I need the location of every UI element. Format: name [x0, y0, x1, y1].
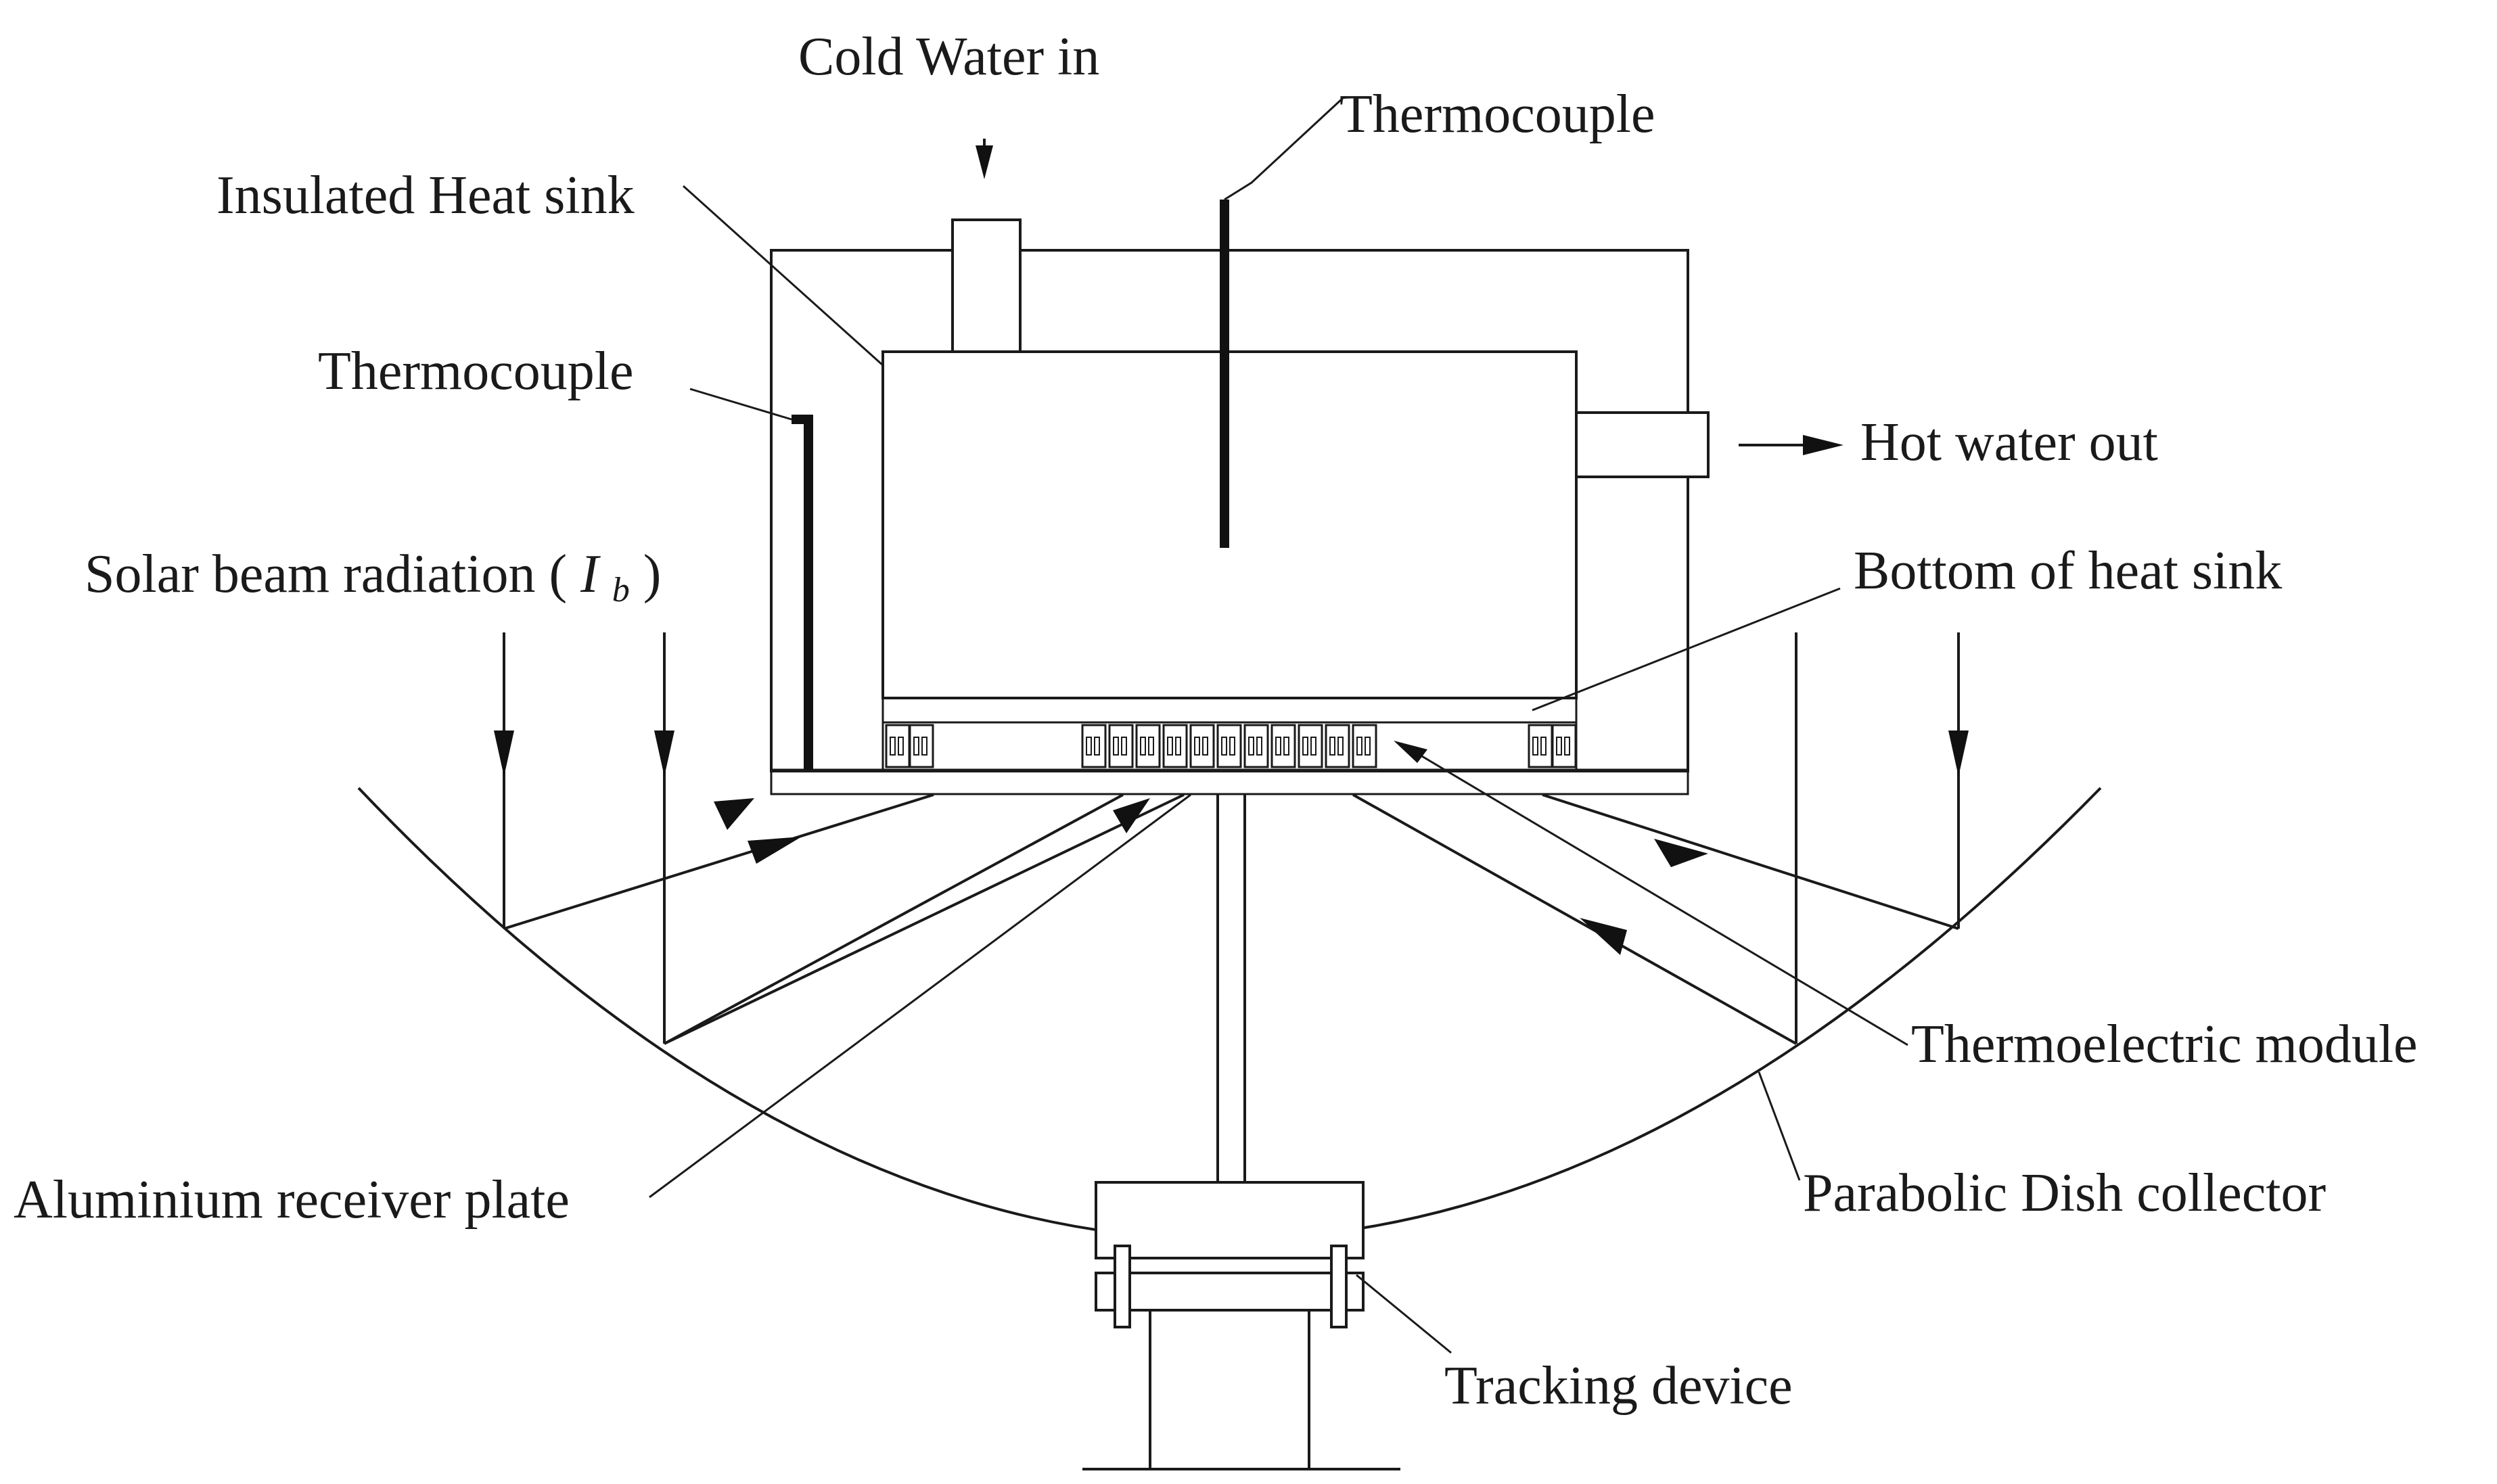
thermoelectric-cell-leg: [1310, 737, 1316, 756]
hot-water-outlet-pipe: [1575, 411, 1710, 478]
leader-lines: [649, 97, 1908, 1354]
thermoelectric-cell-leg: [1094, 737, 1100, 756]
thermoelectric-cell-leg: [1302, 737, 1308, 756]
label-cold-water-in: Cold Water in: [798, 27, 1099, 87]
thermoelectric-cell-leg: [1113, 737, 1119, 756]
label-thermocouple-left: Thermocouple: [318, 342, 633, 401]
reflected-rays: [503, 793, 1959, 1045]
thermoelectric-cell-leg: [1283, 737, 1289, 756]
thermoelectric-cell-leg: [1365, 737, 1371, 756]
aluminium-receiver-plate: [770, 768, 1689, 795]
label-solar-beam-radiation: Solar beam radiation ( I b ): [85, 544, 661, 613]
thermoelectric-cell-leg: [1248, 737, 1254, 756]
solar-beam-rays: [494, 632, 1969, 1044]
thermoelectric-cell-leg: [913, 737, 919, 756]
thermoelectric-cell-leg: [1256, 737, 1262, 756]
label-parabolic-dish-collector: Parabolic Dish collector: [1803, 1163, 2326, 1223]
cold-water-inlet-pipe: [951, 218, 1022, 353]
label-thermoelectric-module: Thermoelectric module: [1911, 1015, 2418, 1074]
thermocouple-probe-left: [792, 415, 813, 770]
thermoelectric-cell-leg: [1194, 737, 1200, 756]
thermoelectric-cell-leg: [921, 737, 927, 756]
thermoelectric-cell-leg: [890, 737, 896, 756]
thermoelectric-cell-leg: [1356, 737, 1362, 756]
thermoelectric-cell-leg: [1540, 737, 1547, 756]
label-bottom-of-heat-sink: Bottom of heat sink: [1854, 541, 2282, 601]
thermoelectric-cell-leg: [1275, 737, 1281, 756]
inner-heat-sink: [881, 350, 1578, 699]
thermoelectric-cell-leg: [1202, 737, 1208, 756]
thermoelectric-cell-leg: [1148, 737, 1154, 756]
thermoelectric-cell-leg: [898, 737, 904, 756]
label-tracking-device: Tracking device: [1444, 1356, 1793, 1416]
thermoelectric-cell-leg: [1140, 737, 1146, 756]
label-thermocouple-top: Thermocouple: [1339, 85, 1655, 144]
thermoelectric-cell-leg: [1337, 737, 1344, 756]
label-aluminium-receiver-plate: Aluminium receiver plate: [14, 1170, 570, 1230]
thermoelectric-cell-leg: [1229, 737, 1235, 756]
thermoelectric-cell-leg: [1532, 737, 1538, 756]
thermoelectric-cell-leg: [1221, 737, 1227, 756]
label-hot-water-out: Hot water out: [1860, 413, 2158, 472]
thermoelectric-cell-leg: [1121, 737, 1127, 756]
label-insulated-heat-sink: Insulated Heat sink: [216, 166, 635, 225]
thermoelectric-cell-leg: [1175, 737, 1181, 756]
thermoelectric-cell-leg: [1167, 737, 1173, 756]
thermoelectric-cell-leg: [1086, 737, 1092, 756]
thermoelectric-module-row: [881, 721, 1578, 771]
thermoelectric-cell-leg: [1556, 737, 1562, 756]
thermoelectric-cell-leg: [1564, 737, 1570, 756]
tracking-device: [1082, 1181, 1400, 1470]
thermoelectric-cell-leg: [1329, 737, 1335, 756]
